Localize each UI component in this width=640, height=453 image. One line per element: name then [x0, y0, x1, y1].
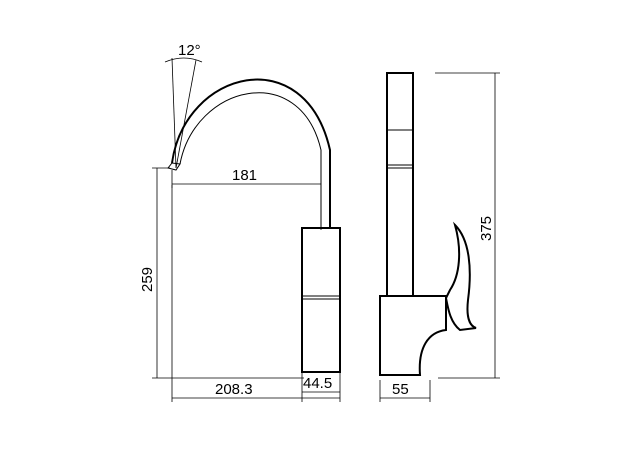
side-width-label: 55: [392, 381, 409, 398]
height-dimension: 259: [139, 167, 304, 379]
total-height-dimension: 375: [435, 72, 500, 379]
side-tube: [386, 72, 414, 297]
height-label: 259: [139, 267, 156, 292]
bottom-dimensions: 208.3 44.5: [171, 185, 341, 402]
spout-tip: [167, 162, 181, 171]
side-handle: [444, 221, 477, 332]
reach-dimension: 181: [171, 167, 322, 230]
reach-label: 181: [232, 167, 257, 184]
angle-indicator: 12°: [164, 42, 203, 169]
body-diameter-label: 44.5: [303, 375, 332, 392]
side-width-dimension: 55: [379, 380, 431, 402]
faucet-body: [301, 227, 341, 373]
base-depth-label: 208.3: [215, 381, 253, 398]
side-view: [379, 72, 477, 376]
front-view: [167, 78, 341, 373]
side-base: [379, 295, 447, 376]
angle-label: 12°: [178, 42, 201, 59]
total-height-label: 375: [478, 216, 495, 241]
spout-inner-curve: [179, 92, 322, 228]
spout-outer-curve: [171, 78, 331, 228]
